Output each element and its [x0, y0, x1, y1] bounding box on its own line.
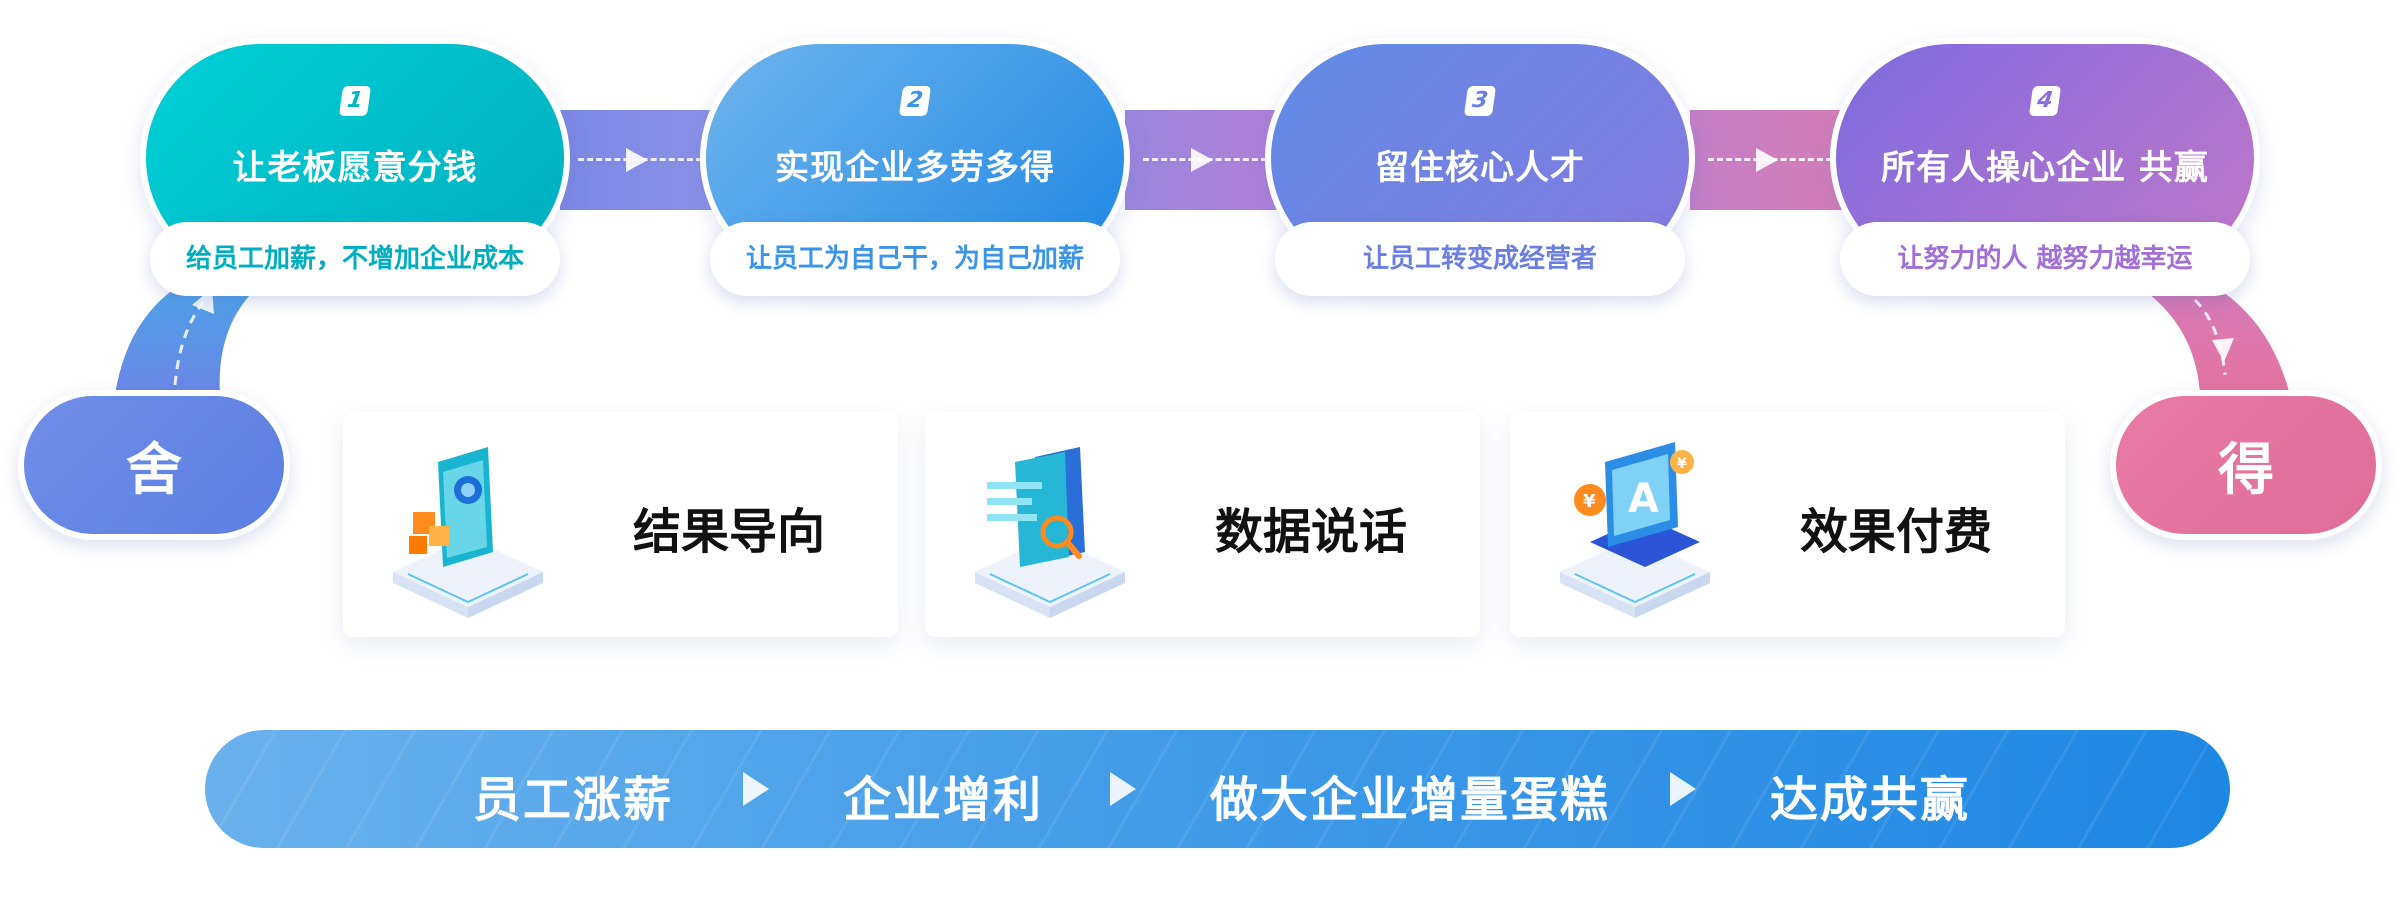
step-subtitle: 让员工为自己干，为自己加薪 [710, 222, 1120, 296]
step-title: 留住核心人才 [1375, 148, 1585, 188]
step-subtitle: 给员工加薪，不增加企业成本 [150, 222, 560, 296]
flow-arrow-icon [1670, 772, 1696, 806]
flow-bar: 员工涨薪 企业增利 做大企业增量蛋糕 达成共赢 [205, 730, 2230, 848]
step-title: 实现企业多劳多得 [775, 148, 1055, 188]
flow-item: 员工涨薪 [473, 772, 674, 828]
card-result-oriented: 结果导向 [343, 412, 898, 637]
card-pay-for-results: A ¥ ¥ 效果付费 [1510, 412, 2065, 637]
endpoint-give: 舍 [18, 390, 290, 540]
document-magnifier-icon [975, 447, 1125, 618]
card-label: 结果导向 [633, 504, 826, 560]
step-number: 3 [1463, 86, 1497, 116]
step-title: 让老板愿意分钱 [232, 148, 478, 188]
connector-band-2 [1125, 110, 1285, 210]
step-subtitle: 让努力的人 越努力越幸运 [1840, 222, 2250, 296]
card-data-driven: 数据说话 [925, 412, 1480, 637]
step-number: 4 [2028, 86, 2062, 116]
step-number: 2 [898, 86, 932, 116]
connector-band-1 [560, 110, 720, 210]
flow-arrow-icon [743, 772, 769, 806]
flow-item: 企业增利 [843, 772, 1044, 828]
connector-band-3 [1690, 110, 1850, 210]
step-title: 所有人操心企业 共赢 [1881, 148, 2209, 188]
step-number: 1 [338, 86, 372, 116]
svg-text:¥: ¥ [1583, 491, 1596, 512]
puzzle-book-icon [393, 447, 543, 618]
svg-text:¥: ¥ [1677, 456, 1687, 472]
card-label: 数据说话 [1215, 504, 1408, 560]
flow-item: 达成共赢 [1770, 772, 1971, 828]
flow-arrow-icon [1110, 772, 1136, 806]
step-subtitle: 让员工转变成经营者 [1275, 222, 1685, 296]
right-connector-arc [2110, 270, 2290, 395]
screen-coin-icon: A ¥ ¥ [1560, 442, 1710, 618]
card-label: 效果付费 [1800, 504, 1993, 560]
svg-text:A: A [1628, 476, 1659, 522]
flow-item: 做大企业增量蛋糕 [1210, 772, 1611, 828]
endpoint-gain: 得 [2110, 390, 2382, 540]
